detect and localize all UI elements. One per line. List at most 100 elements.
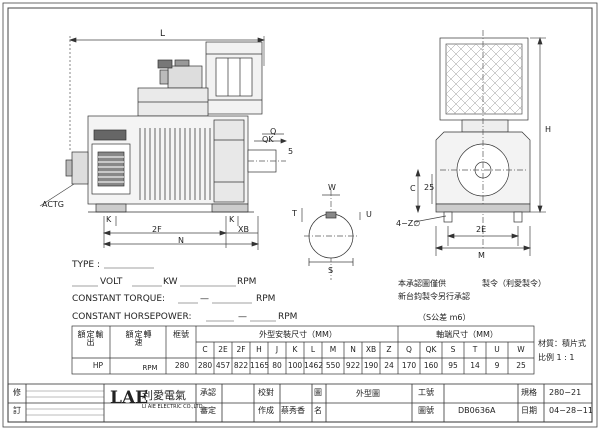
shaft-col-header-2: S (450, 345, 456, 354)
dim-u-label: U (366, 210, 372, 219)
front-view (413, 30, 546, 256)
outline-col-header-8: N (350, 345, 356, 354)
approval-note-2: 新台鈞製令另行承認 (398, 292, 470, 301)
dim-n-label: N (178, 236, 184, 245)
drawing-no-label: 圖號 (418, 406, 434, 415)
shaft-col-value-4: 9 (494, 361, 500, 370)
spec-blanks (72, 267, 276, 322)
date-value: 04−28−11 (549, 406, 593, 415)
shaft-col-value-2: 95 (448, 361, 458, 370)
dim-k-left-label: K (106, 215, 112, 224)
drawing-name: 外型圖 (356, 389, 380, 398)
dim-l-label: L (160, 29, 166, 39)
dim-w-label: W (328, 183, 336, 192)
outline-col-header-0: C (202, 345, 208, 354)
spec-label: 規格 (521, 388, 537, 397)
dim-q-label: Q (270, 127, 277, 136)
revise-label: 修 (13, 388, 21, 397)
material-note: 材質：積片式 (538, 339, 586, 348)
dim-t-label: T (292, 209, 297, 218)
shaft-col-value-1: 160 (423, 361, 439, 370)
outline-col-header-4: J (275, 345, 279, 354)
shaft-section (301, 190, 361, 280)
maker-name: 蔡秀香 (281, 406, 305, 415)
rpm-label-3: RPM (278, 312, 298, 322)
drawing-name-label: 圖 (314, 388, 322, 397)
volt-label: VOLT (100, 277, 123, 287)
dim-k-right-label: K (229, 215, 235, 224)
hp-unit: HP (92, 361, 104, 370)
tolerance-note: （S公差 m6） (418, 313, 471, 322)
title-block (7, 383, 593, 423)
date-label: 日期 (521, 406, 537, 415)
shaft-col-header-3: T (472, 345, 478, 354)
shaft-col-header-5: W (517, 345, 525, 354)
shaft-col-header-0: Q (406, 345, 412, 354)
dim-qk-label: QK (262, 135, 274, 144)
outline-col-header-9: XB (365, 345, 377, 354)
outline-col-header-7: M (329, 345, 337, 354)
frame-value: 280 (174, 361, 190, 370)
dim-5-label: 5 (288, 147, 294, 156)
outline-dim-header: 外型安裝尺寸（MM） (259, 330, 337, 339)
outline-col-header-2: 2F (236, 345, 246, 354)
outline-col-value-2: 822 (233, 361, 249, 370)
company-subname: LI AIE ELECTRIC CO.,LTD (142, 404, 203, 410)
company-name: 利愛電氣 (142, 389, 186, 402)
spec-value: 280−21 (549, 388, 582, 397)
shaft-dim-header: 軸端尺寸（MM） (436, 330, 498, 339)
shaft-col-header-4: U (494, 345, 500, 354)
kw-label: KW (163, 277, 178, 287)
revise-label-2: 訂 (13, 406, 21, 415)
encoder (71, 151, 89, 185)
rpm-label-1: RPM (237, 277, 257, 287)
outline-col-header-5: K (292, 345, 298, 354)
dimension-table (71, 325, 535, 375)
company-logo: LAE (110, 388, 149, 408)
shaft-col-value-3: 14 (470, 361, 480, 370)
dim-xb-label: XB (238, 225, 249, 234)
outline-col-value-3: 1165 (250, 361, 270, 370)
drawing-name-label-2: 名 (314, 406, 322, 415)
dim-c-label: C (410, 184, 416, 193)
type-label: TYPE : (72, 260, 101, 270)
col-rated-output: 額定輸出 (77, 330, 105, 348)
actg-label: ACTG (42, 200, 65, 209)
constant-torque-label: CONSTANT TORQUE: (72, 294, 166, 304)
check-label: 校對 (258, 388, 274, 397)
outline-col-value-10: 24 (384, 361, 394, 370)
shaft-col-value-5: 25 (516, 361, 526, 370)
outline-col-value-4: 80 (272, 361, 282, 370)
order-note: 製令（利愛製令） (482, 279, 546, 288)
col-rated-speed: 額定轉速 (125, 330, 153, 348)
rpm-label-2: RPM (256, 294, 276, 304)
outline-col-value-8: 922 (345, 361, 361, 370)
outline-col-value-6: 1462 (304, 361, 324, 370)
col-frame: 框號 (173, 330, 189, 339)
maker-label: 作成 (258, 406, 274, 415)
dim-h-label: H (545, 125, 552, 134)
drawing-no: DB0636A (458, 406, 496, 415)
approval-note-1: 本承認圖僅供 (398, 279, 446, 288)
blower-motor (167, 65, 203, 89)
outline-col-header-1: 2E (218, 345, 228, 354)
dim-m-label: M (478, 251, 485, 260)
dim-2f-label: 2F (152, 225, 162, 234)
approve-label: 承認 (200, 388, 216, 397)
hp-dash: — (238, 312, 247, 322)
outline-col-value-7: 550 (325, 361, 341, 370)
cooling-fins (139, 128, 211, 200)
rpm-unit: RPM (142, 364, 158, 372)
outline-col-header-3: H (256, 345, 262, 354)
outline-col-value-5: 100 (287, 361, 303, 370)
dim-25-label: 25 (424, 183, 435, 192)
outer-border (2, 2, 598, 428)
outline-col-value-0: 280 (197, 361, 213, 370)
review-label: 審定 (200, 406, 216, 415)
side-view (39, 36, 287, 250)
scale-note: 比例 1 : 1 (538, 353, 575, 362)
torque-dash: — (200, 294, 209, 304)
outline-col-value-9: 190 (363, 361, 379, 370)
